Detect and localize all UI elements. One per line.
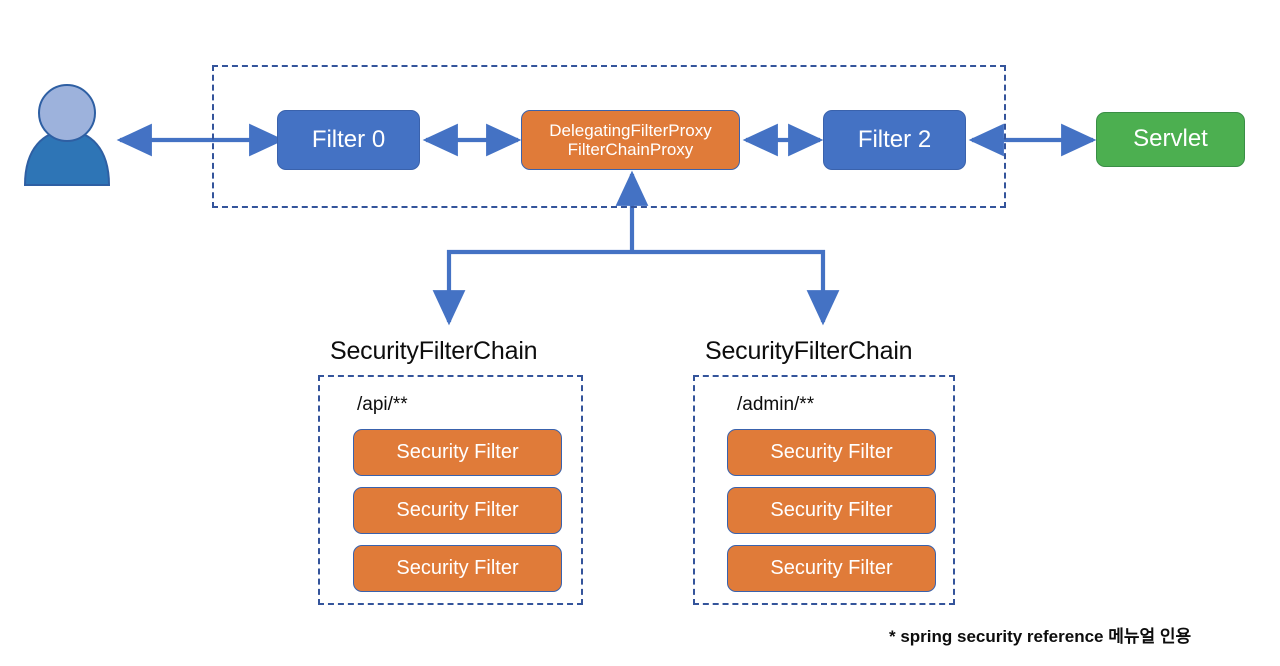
security-filter-chain-api-group [318,375,583,605]
security-filter-api-3[interactable]: Security Filter [353,545,562,592]
servlet-box[interactable]: Servlet [1096,112,1245,167]
security-filter-chain-admin-title: SecurityFilterChain [705,337,913,365]
security-filter-api-1[interactable]: Security Filter [353,429,562,476]
delegating-filter-proxy-box[interactable]: DelegatingFilterProxy FilterChainProxy [521,110,740,170]
security-filter-admin-3[interactable]: Security Filter [727,545,936,592]
security-filter-admin-2[interactable]: Security Filter [727,487,936,534]
security-filter-chain-admin-group [693,375,955,605]
filter-2-box[interactable]: Filter 2 [823,110,966,170]
security-filter-admin-1[interactable]: Security Filter [727,429,936,476]
security-filter-chain-admin-path: /admin/** [737,394,815,415]
security-filter-chain-api-path: /api/** [357,394,408,415]
filter-0-box[interactable]: Filter 0 [277,110,420,170]
person-icon [23,84,111,186]
security-filter-chain-api-title: SecurityFilterChain [330,337,538,365]
security-filter-api-2[interactable]: Security Filter [353,487,562,534]
servlet-container-group [212,65,1006,208]
footnote-reference: * spring security reference 메뉴얼 인용 [889,627,1192,646]
